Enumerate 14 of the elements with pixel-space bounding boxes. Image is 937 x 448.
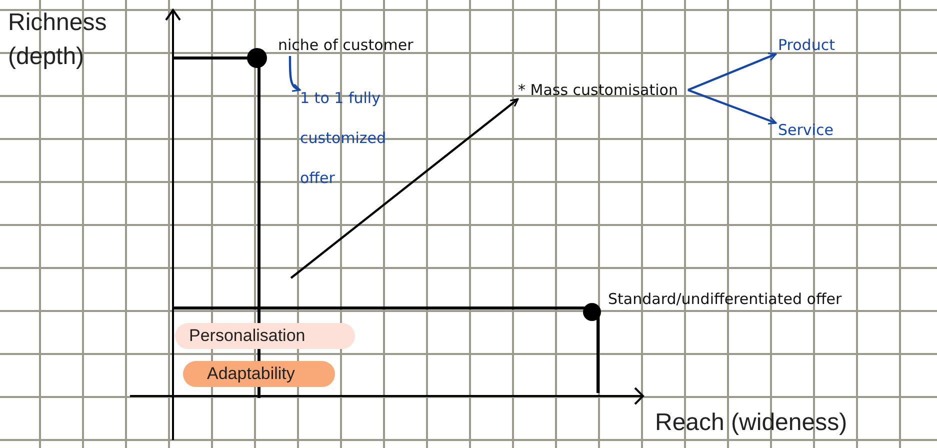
highlighted-term: Personalisation [175, 323, 355, 349]
handwritten-note: Service [778, 120, 834, 141]
handwritten-note: niche of customer [278, 35, 414, 56]
arrow [288, 56, 301, 92]
axis-label: Reach (wideness) [655, 408, 848, 438]
highlighted-term: Adaptability [183, 361, 335, 387]
arrow [290, 98, 519, 279]
handwritten-note: Standard/undifferentiated offer [608, 289, 842, 310]
handwritten-note: 1 to 1 fully customized offer [300, 88, 388, 189]
arrow [688, 52, 777, 92]
handwritten-note: * Mass customisation [518, 80, 678, 101]
arrow [688, 88, 777, 125]
handwritten-note: Product [778, 35, 835, 56]
axis-label: Richness (depth) [8, 8, 108, 72]
